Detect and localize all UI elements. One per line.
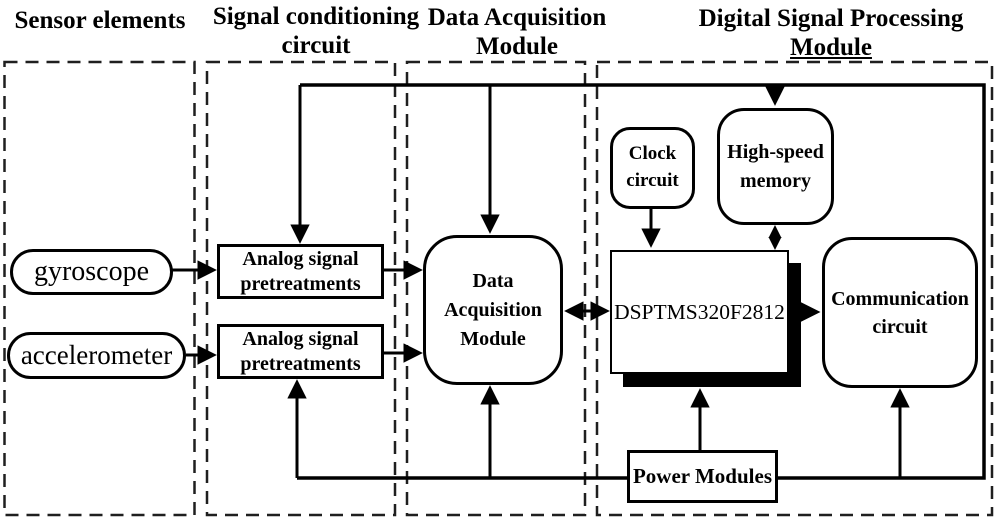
column-title-line: circuit bbox=[281, 31, 351, 59]
node-communication-circuit: Communication circuit bbox=[822, 237, 978, 388]
column-title-line: Digital Signal Processing bbox=[698, 5, 964, 32]
node-gyroscope: gyroscope bbox=[10, 249, 173, 295]
column-title-signal-conditioning: Signal conditioning circuit bbox=[200, 3, 432, 60]
column-title-data-acquisition: Data Acquisition Module bbox=[406, 4, 628, 61]
arrow-memory-dsp-up-head bbox=[768, 225, 782, 238]
column-title-line: Sensor elements bbox=[14, 7, 186, 34]
panel-sensor-elements bbox=[3, 60, 196, 517]
arrow-memory-dsp-down-head bbox=[768, 237, 782, 250]
node-accelerometer: accelerometer bbox=[7, 332, 186, 379]
node-dsp-chip: DSPTMS320F2812 bbox=[610, 250, 789, 374]
column-title-line: Module bbox=[476, 32, 558, 60]
column-title-line: Signal conditioning bbox=[212, 3, 420, 30]
column-title-line: Data Acquisition bbox=[427, 4, 607, 31]
node-analog-signal-pretreatments-1: Analog signal pretreatments bbox=[217, 244, 384, 299]
panel-dsp bbox=[595, 60, 994, 517]
node-clock-circuit: Clock circuit bbox=[610, 127, 695, 209]
column-title-sensor-elements: Sensor elements bbox=[0, 7, 200, 36]
node-high-speed-memory: High-speed memory bbox=[717, 108, 834, 225]
panel-data-acquisition bbox=[405, 60, 587, 517]
column-title-line: Module bbox=[790, 33, 872, 61]
node-data-acquisition-module: Data Acquisition Module bbox=[423, 235, 563, 385]
node-power-modules: Power Modules bbox=[627, 450, 778, 503]
column-title-dsp-module: Digital Signal Processing Module bbox=[665, 5, 997, 62]
panel-signal-conditioning bbox=[205, 60, 397, 517]
node-analog-signal-pretreatments-2: Analog signal pretreatments bbox=[217, 324, 384, 379]
